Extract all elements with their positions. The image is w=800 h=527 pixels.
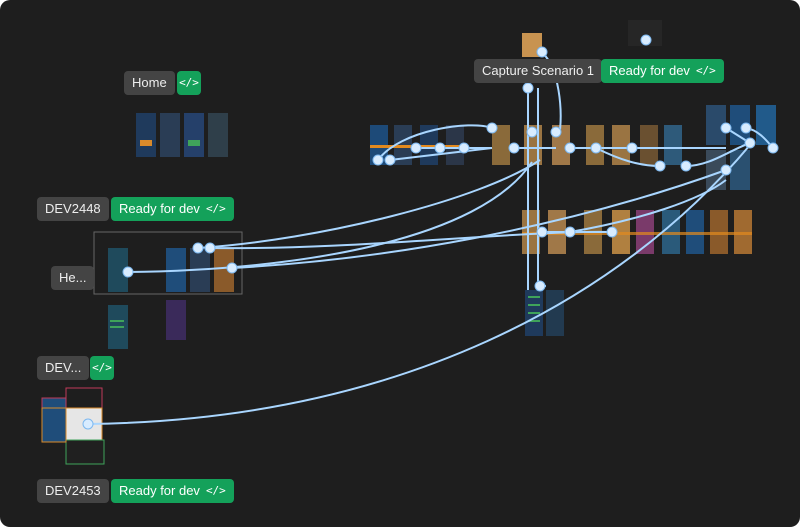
frame-label-capture-scenario[interactable]: Capture Scenario 1 — [474, 59, 603, 83]
frame-label-he[interactable]: He... — [51, 266, 95, 290]
status-badge-dev2453[interactable]: Ready for dev </> — [111, 479, 234, 503]
status-label: Ready for dev — [119, 483, 200, 498]
status-label: Ready for dev — [119, 201, 200, 216]
list-frames[interactable] — [525, 290, 564, 336]
dev2453-frames[interactable] — [41, 387, 105, 465]
code-icon: </> — [695, 64, 716, 77]
frame-label-dev-short[interactable]: DEV... — [37, 356, 90, 380]
code-icon: </> — [205, 202, 226, 215]
code-icon[interactable]: </> — [90, 356, 114, 380]
status-badge-capture[interactable]: Ready for dev </> — [601, 59, 724, 83]
home-frames[interactable] — [136, 113, 228, 157]
code-icon: </> — [205, 484, 226, 497]
status-label: Ready for dev — [609, 63, 690, 78]
frame-label-home[interactable]: Home — [124, 71, 175, 95]
code-icon[interactable]: </> — [177, 71, 201, 95]
frame-label-dev2448[interactable]: DEV2448 — [37, 197, 109, 221]
status-badge-dev2448[interactable]: Ready for dev </> — [111, 197, 234, 221]
frame-label-dev2453[interactable]: DEV2453 — [37, 479, 109, 503]
